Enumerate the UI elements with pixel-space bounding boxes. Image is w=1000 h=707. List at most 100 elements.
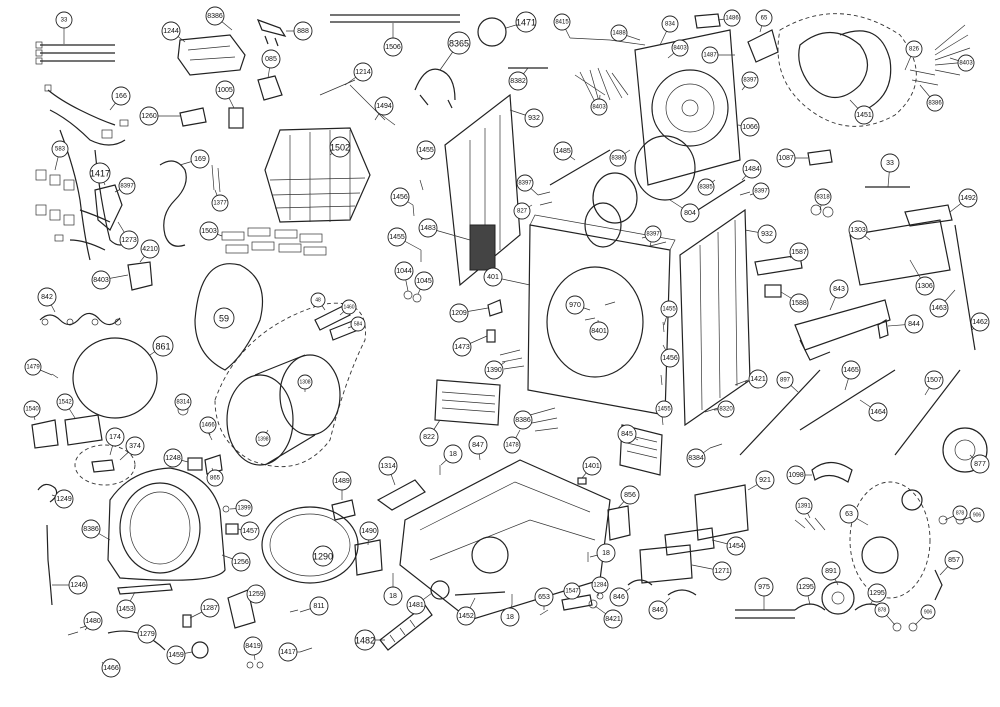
callout-number: 1045 [416,278,432,285]
part-callout-1284: 1284 [591,576,609,594]
part-callout-583: 583 [51,140,69,158]
callout-number: 811 [313,603,324,610]
callout-number: 1494 [376,103,392,110]
callout-circle [55,11,73,29]
callout-circle [261,49,281,69]
callout-number: 8421 [605,616,621,623]
callout-circle [603,609,623,629]
callout-number: 826 [909,47,920,53]
callout-number: 1462 [972,319,988,326]
callout-circle [867,583,887,603]
part-callout-1471: 1471 [515,11,537,33]
part-callout-1542: 1542 [56,393,74,411]
part-1454 [664,527,715,556]
callout-number: 8403 [673,46,687,52]
part-1490 [354,539,383,576]
callout-circle [118,177,136,195]
part-callout-1478: 1478 [503,436,521,454]
callout-number: 8320 [719,407,733,413]
part-callout-8314: 8314 [174,393,192,411]
callout-number: 8365 [449,39,469,49]
callout-number: 1308 [299,380,310,386]
callout-circle [387,227,407,247]
callout-number: 33 [886,160,894,167]
callout-number: 1295 [798,584,814,591]
callout-number: 1455 [657,407,671,413]
part-callout-1462: 1462 [970,312,990,332]
part-callout-8386: 8386 [926,94,944,112]
callout-number: 8419 [245,643,261,650]
callout-number: 1214 [355,69,371,76]
part-callout-1401: 1401 [582,456,602,476]
callout-number: 1487 [703,53,717,59]
callout-number: 8397 [754,189,768,195]
callout-circle [915,276,935,296]
callout-circle [419,427,439,447]
part-callout-1503: 1503 [199,221,219,241]
part-callout-18: 18 [383,586,403,606]
callout-circle [829,279,849,299]
callout-circle [91,270,111,290]
callout-circle [37,287,57,307]
callout-number: 1398 [257,437,268,443]
callout-number: 1453 [118,606,134,613]
part-callout-845: 845 [617,424,637,444]
callout-circle [56,393,74,411]
part-callout-1295: 1295 [867,583,887,603]
callout-circle [686,448,706,468]
callout-circle [589,321,609,341]
part-callout-1487: 1487 [701,46,719,64]
callout-circle [970,312,990,332]
part-callout-1481: 1481 [406,595,426,615]
callout-number: 1295 [869,590,885,597]
wire-ties-33 [35,41,115,65]
callout-circle [329,136,351,158]
callout-circle [841,360,861,380]
callout-number: 891 [825,568,837,575]
seal-group-1451 [777,13,917,127]
part-callout-1483: 1483 [418,218,438,238]
callout-number: 1287 [202,605,218,612]
part-callout-1306: 1306 [915,276,935,296]
callout-number: 8314 [176,400,190,406]
part-callout-1399: 1399 [235,499,253,517]
callout-circle [516,174,534,192]
part-callout-861: 861 [152,335,174,357]
callout-number: 8386 [515,417,531,424]
callout-circle [152,335,174,357]
callout-circle [596,543,616,563]
callout-number: 1471 [516,18,536,28]
connectors-583 [35,169,75,226]
ring-804-a [592,172,638,224]
callout-number: 1483 [420,225,436,232]
part-callout-975: 975 [754,577,774,597]
callout-number: 8386 [207,13,223,20]
callout-circle [255,431,271,447]
callout-number: 1284 [593,583,607,589]
hose-1482 [379,604,433,651]
part-callout-48: 48 [310,292,326,308]
part-callout-174: 174 [105,427,125,447]
part-846-b [667,589,697,596]
callout-circle [524,108,544,128]
callout-circle [200,598,220,618]
callout-number: 1273 [121,237,137,244]
part-callout-166: 166 [111,86,131,106]
callout-circle [484,360,504,380]
part-callout-1485: 1485 [553,141,573,161]
part-callout-1005: 1005 [215,80,235,100]
drying-rack-1502 [264,127,371,223]
part-1005 [228,107,244,129]
callout-circle [904,314,924,334]
part-callout-856: 856 [620,485,640,505]
callout-circle [231,552,251,572]
callout-circle [240,521,260,541]
callout-number: 865 [210,476,221,482]
wheel-1459 [191,641,209,659]
callout-number: 8318 [816,195,830,201]
callout-number: 906 [924,610,933,616]
callout-number: 1466 [103,665,119,672]
part-callout-1464: 1464 [868,402,888,422]
rod-1507 [894,369,961,456]
callout-circle [211,194,229,212]
